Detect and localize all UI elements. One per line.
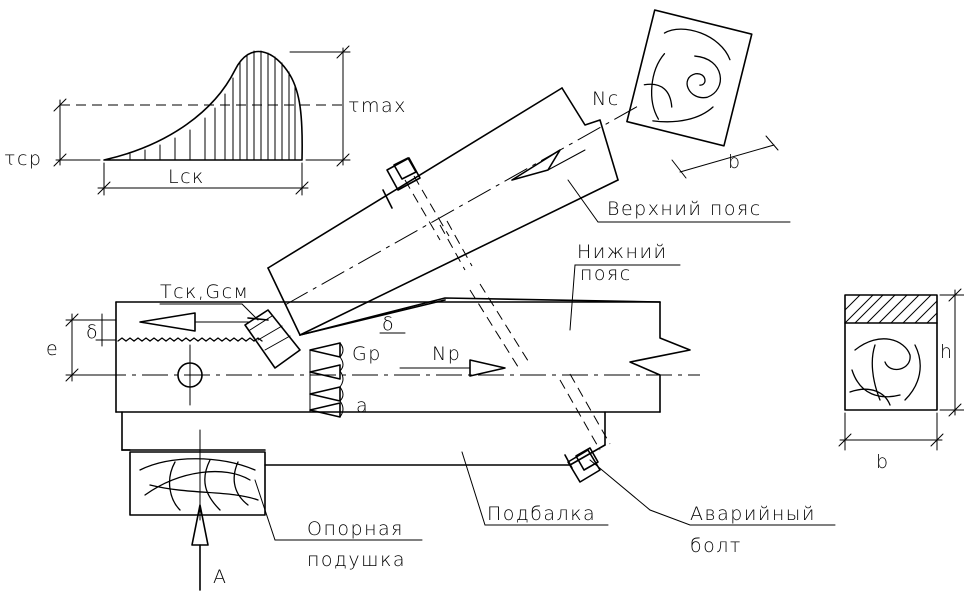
g-p-arrows: [309, 342, 344, 418]
tau-max-label: τmax: [348, 95, 407, 117]
n-c-label: Nс: [592, 88, 620, 110]
shear-stress-diagram: τср τmax Lск: [4, 45, 407, 196]
avariyny-line2: болт: [690, 535, 742, 557]
top-chord-axis: [284, 104, 641, 306]
nizhniy-poyas-line1: Нижний: [577, 241, 668, 263]
top-chord-section: [626, 9, 753, 147]
bottom-chord: [65, 283, 700, 451]
e-label: е: [46, 338, 59, 360]
bottom-chord-break: [629, 301, 691, 413]
bottom-chord-section: [838, 288, 964, 451]
h-right-label: h: [940, 341, 954, 363]
g-p-label: Gр: [352, 343, 382, 365]
np-arrow: [469, 359, 506, 377]
t-sk-arrow: [139, 312, 196, 332]
support-pad: [129, 429, 266, 591]
emergency-bolt: [564, 447, 601, 483]
a-small-label: а: [356, 395, 369, 417]
nizhniy-poyas-line2: пояс: [580, 263, 632, 285]
shear-plates: [244, 309, 301, 369]
b-right-label: b: [876, 451, 890, 473]
a-reaction-label: А: [213, 566, 228, 588]
section-hatch: [844, 294, 938, 324]
leader-lines: [159, 179, 836, 541]
nc-arrow: [511, 149, 561, 181]
b-top-label: b: [728, 151, 742, 173]
t-sk-g-sm-label: Tск,Gсм: [160, 281, 249, 303]
joint-serration: [117, 337, 263, 342]
stress-curve: [103, 50, 303, 161]
avariyny-line1: Аварийный: [690, 503, 816, 525]
n-p-label: Nр: [432, 343, 461, 365]
l-sk-label: Lск: [168, 166, 205, 188]
top-chord-break: [561, 87, 619, 181]
delta-top-label: δ: [382, 313, 395, 335]
sub-beam: [121, 411, 606, 466]
opornaya-line2: подушка: [307, 549, 406, 571]
verkhniy-poyas-label: Верхний пояс: [607, 198, 762, 220]
top-bolt: [382, 157, 450, 241]
tau-sr-label: τср: [4, 148, 42, 170]
podbalka-label: Подбалка: [487, 503, 596, 525]
labels: Tск,Gсм Nс Верхний пояс Нижний пояс δ δ …: [46, 88, 954, 588]
opornaya-line1: Опорная: [307, 518, 404, 540]
delta-left-label: δ: [86, 321, 99, 343]
